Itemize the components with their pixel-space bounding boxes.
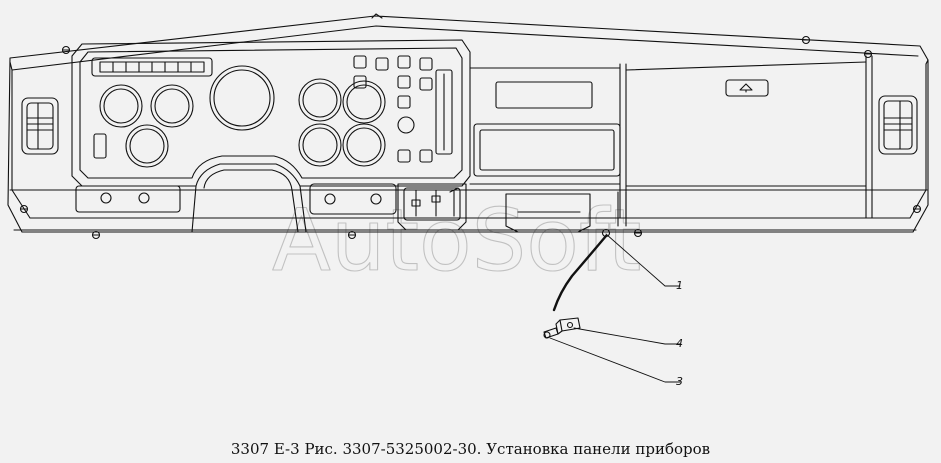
screw-bottom-far-left — [19, 204, 29, 214]
screw-bottom-far-right — [912, 204, 922, 214]
speedometer-gauge — [209, 65, 275, 131]
figure-caption: 3307 E-3 Рис. 3307-5325002-30. Установка… — [230, 440, 711, 458]
center-console — [469, 67, 627, 233]
lower-center-switch-panel — [309, 183, 397, 215]
lower-left-switch-panel — [75, 185, 181, 213]
gauge-small-right-3 — [298, 123, 342, 167]
gauge-small-left-3 — [125, 124, 169, 168]
glove-box — [619, 55, 873, 219]
gauge-small-right-2 — [342, 80, 386, 124]
screw-part — [543, 327, 559, 339]
gauge-small-right-1 — [298, 78, 342, 122]
indicator-lamp-grid — [353, 55, 433, 163]
dashboard-body — [7, 13, 929, 240]
glove-box-latch — [725, 79, 769, 97]
screw-top-right-2 — [863, 49, 873, 59]
fuel-scale-window — [435, 69, 453, 155]
screw-top-left — [61, 45, 71, 55]
watermark-text: AutoSoft — [272, 191, 641, 291]
steering-column-cutout — [191, 169, 307, 233]
screw-bottom-right — [633, 228, 643, 238]
left-air-vent — [21, 97, 59, 155]
radio-slot — [495, 81, 593, 109]
gauge-small-left-1 — [99, 84, 143, 128]
right-air-vent — [878, 95, 918, 155]
center-storage-tray — [473, 123, 621, 177]
indicator-window — [93, 133, 107, 159]
gauge-small-left-2 — [150, 84, 194, 128]
heater-control-module — [397, 183, 467, 231]
gauge-small-right-4 — [342, 123, 386, 167]
callout-3: 3 — [676, 375, 683, 388]
clip-nut — [555, 317, 581, 335]
screw-bottom-left — [91, 230, 101, 240]
warning-lamp-strip — [91, 57, 213, 77]
ashtray — [505, 193, 591, 233]
leader-lines — [549, 233, 681, 383]
instrument-cluster — [71, 39, 471, 187]
mounting-hole — [601, 228, 611, 238]
callout-1: 1 — [676, 279, 683, 292]
callout-4: 4 — [676, 337, 683, 350]
fastener-assembly — [543, 228, 611, 339]
screw-top-right — [801, 35, 811, 45]
screw-bottom-center — [347, 230, 357, 240]
